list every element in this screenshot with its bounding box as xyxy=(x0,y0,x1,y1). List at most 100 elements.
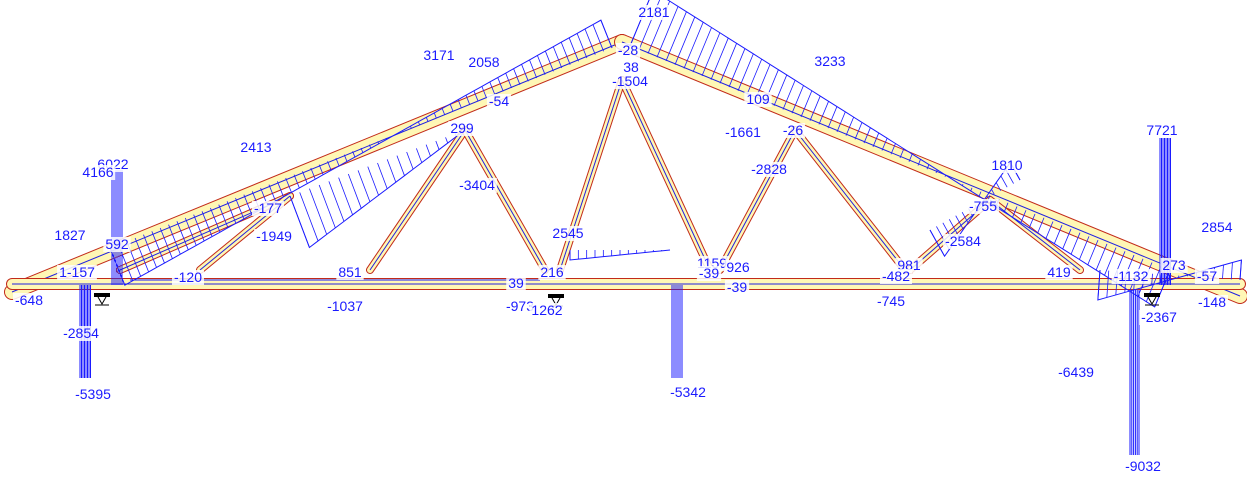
force-diagrams xyxy=(79,0,1242,455)
force-label-text: 926 xyxy=(726,259,750,275)
force-label: 2181 xyxy=(636,4,672,20)
force-label: -6439 xyxy=(1056,364,1096,380)
force-label-text: -26 xyxy=(783,122,803,138)
force-label: 1262 xyxy=(529,302,565,318)
force-label: -9032 xyxy=(1123,458,1163,474)
force-label: 39 xyxy=(506,275,526,291)
force-label: -5342 xyxy=(668,384,708,400)
force-label: -1504 xyxy=(610,73,650,89)
force-label: 216 xyxy=(538,264,566,280)
force-label: 273 xyxy=(1160,257,1188,273)
force-label: -120 xyxy=(171,269,205,285)
force-label-text: 109 xyxy=(746,91,770,107)
force-label: -1949 xyxy=(254,228,294,244)
force-label-text: -973 xyxy=(506,298,534,314)
force-label-text: -9032 xyxy=(1125,458,1161,474)
supports xyxy=(94,293,1160,307)
force-label: 2058 xyxy=(466,54,502,70)
top-chord-right xyxy=(614,34,1247,304)
force-label-text: -57 xyxy=(1197,268,1217,284)
force-label: -1132 xyxy=(1111,268,1151,284)
force-label-text: -148 xyxy=(1198,294,1226,310)
force-label: 7721 xyxy=(1144,122,1180,138)
force-label-text: -177 xyxy=(254,200,282,216)
force-label-text: -28 xyxy=(618,42,638,58)
web-4 xyxy=(461,126,549,274)
force-label-text: -39 xyxy=(727,279,747,295)
web-6 xyxy=(618,76,714,274)
force-label: -148 xyxy=(1195,294,1229,310)
force-label: -973 xyxy=(503,298,537,314)
force-label-text: -120 xyxy=(174,269,202,285)
reaction-right-bottom xyxy=(1129,290,1140,455)
force-label-text: 1262 xyxy=(531,302,562,318)
diagram-top-left xyxy=(109,19,613,286)
web-5 xyxy=(556,76,626,274)
force-label-text: 2181 xyxy=(638,4,669,20)
force-label-text: 38 xyxy=(623,59,639,75)
force-label: 419 xyxy=(1045,264,1073,280)
force-label: -745 xyxy=(874,293,908,309)
force-label-text: 592 xyxy=(105,236,129,252)
force-label-text: -2854 xyxy=(63,325,99,341)
reaction-left-top xyxy=(111,170,123,285)
force-label-text: 7721 xyxy=(1146,122,1177,138)
force-label-text: 851 xyxy=(338,264,362,280)
force-label-text: -482 xyxy=(882,268,910,284)
force-label: 3171 xyxy=(421,47,457,63)
force-label-text: 1810 xyxy=(991,157,1022,173)
force-label: 2545 xyxy=(550,225,586,241)
force-label: 592 xyxy=(103,236,131,252)
force-label-text: 39 xyxy=(508,275,524,291)
force-label-text: 3233 xyxy=(814,53,845,69)
left-support-icon xyxy=(94,293,110,306)
force-label: 1810 xyxy=(989,157,1025,173)
web-7 xyxy=(716,126,799,274)
force-label: 2413 xyxy=(238,139,274,155)
force-label: -482 xyxy=(879,268,913,284)
force-label-text: -54 xyxy=(489,93,509,109)
force-label: 1827 xyxy=(52,227,88,243)
web-8 xyxy=(791,126,909,274)
force-label-text: 1827 xyxy=(54,227,85,243)
force-label-text: -3404 xyxy=(459,177,495,193)
force-label: -28 xyxy=(615,42,641,58)
force-label-text: -755 xyxy=(969,198,997,214)
force-label: -3404 xyxy=(457,177,497,193)
right-support-icon xyxy=(1144,293,1160,306)
force-label-text: -1949 xyxy=(256,228,292,244)
force-label-text: -2367 xyxy=(1141,309,1177,325)
force-label-text: 273 xyxy=(1162,257,1186,273)
force-label: -57 xyxy=(1194,268,1220,284)
force-label: -1661 xyxy=(723,124,763,140)
force-label-text: -5395 xyxy=(75,386,111,402)
force-label-text: 2854 xyxy=(1201,219,1232,235)
force-label-text: -1504 xyxy=(612,73,648,89)
force-label: 299 xyxy=(448,120,476,136)
force-label-text: -1132 xyxy=(1114,268,1149,284)
web-10 xyxy=(986,196,1084,274)
force-label-text: 216 xyxy=(540,264,564,280)
force-label: -2584 xyxy=(943,233,983,249)
force-label: -54 xyxy=(486,93,512,109)
force-label: 926 xyxy=(724,259,752,275)
force-label: 2854 xyxy=(1199,219,1235,235)
reaction-mid xyxy=(671,285,683,378)
force-label-text: 2545 xyxy=(552,225,583,241)
force-label: -5395 xyxy=(73,386,113,402)
diagram-web-5 xyxy=(569,249,671,261)
force-label: -39 xyxy=(724,279,750,295)
force-label-text: -5342 xyxy=(670,384,706,400)
force-label: 4166 xyxy=(80,164,116,180)
force-label-text: 2413 xyxy=(240,139,271,155)
force-label-text: 1-157 xyxy=(59,264,95,280)
force-label: 109 xyxy=(744,91,772,107)
diagram-top-right xyxy=(629,0,1171,308)
force-label-text: 4166 xyxy=(82,164,113,180)
force-label: -755 xyxy=(966,198,1000,214)
force-label: 3233 xyxy=(812,53,848,69)
force-label-text: -648 xyxy=(15,292,43,308)
force-label-text: -1661 xyxy=(725,124,761,140)
